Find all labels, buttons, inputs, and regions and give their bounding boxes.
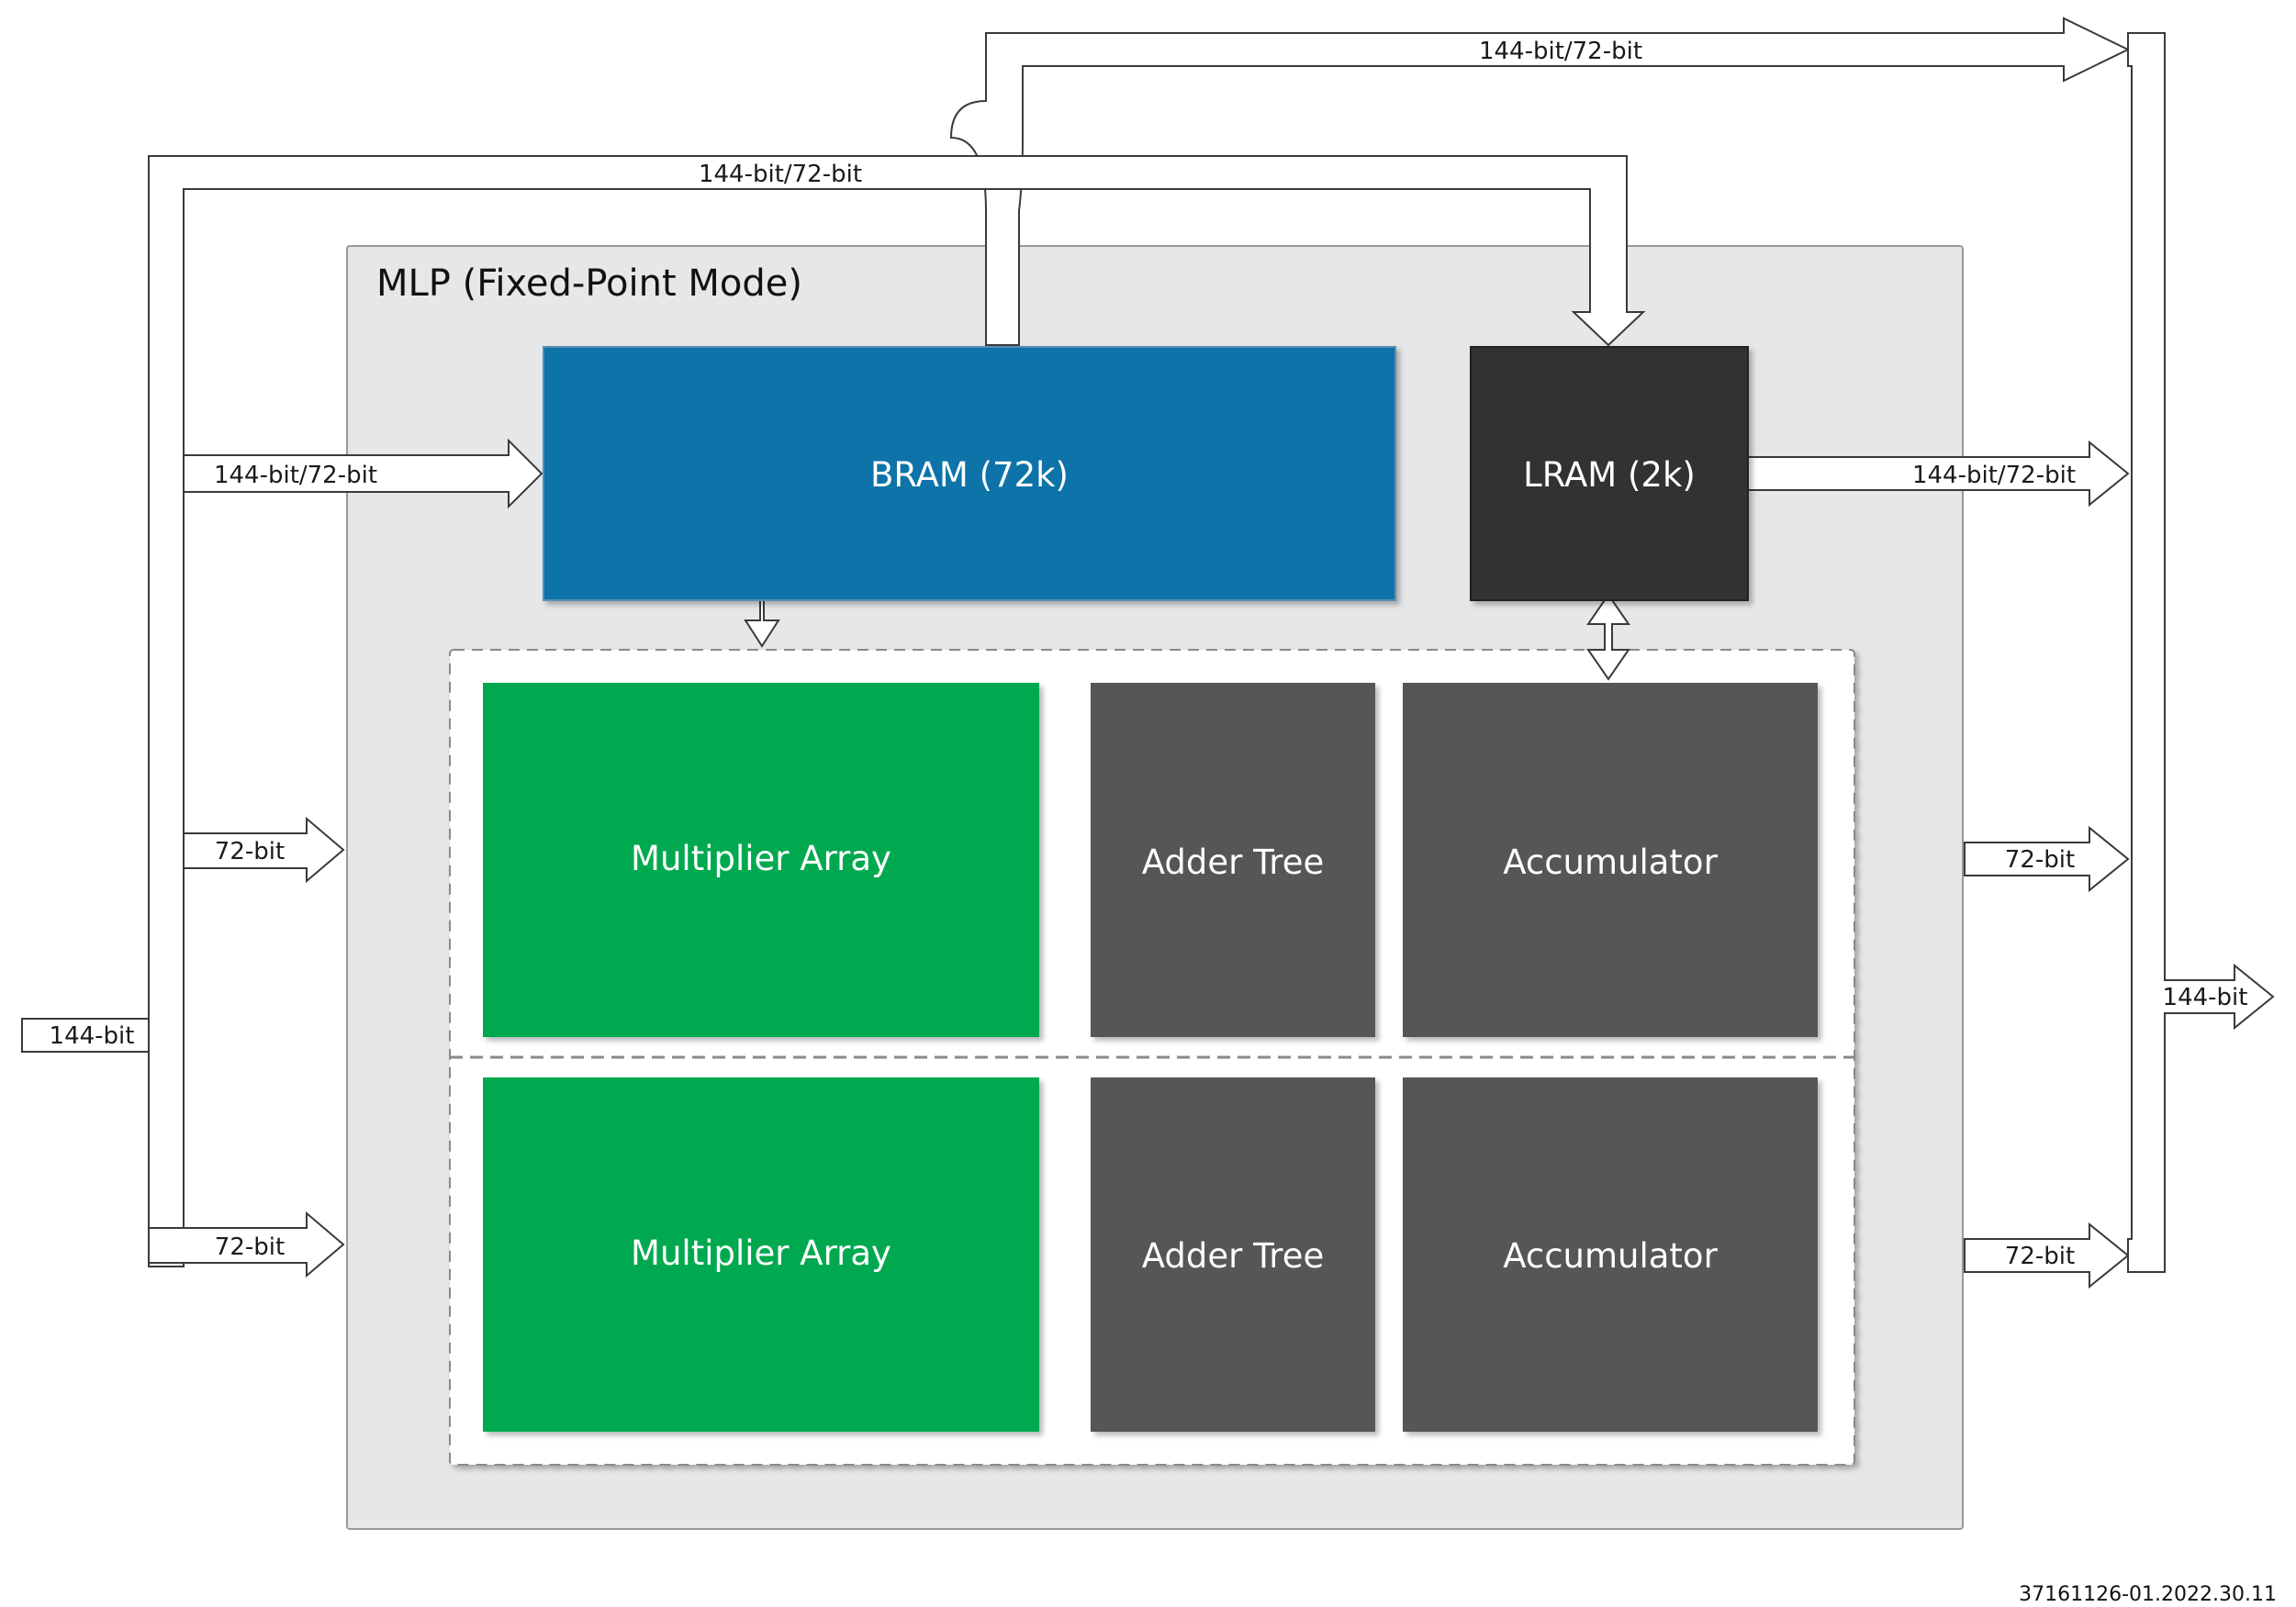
adder-tree-bottom [1091,1077,1375,1432]
multiplier-array-bottom-label: Multiplier Array [631,1233,891,1273]
top-input-bus-label: 144-bit/72-bit [699,161,862,188]
adder-tree-bottom-label: Adder Tree [1142,1236,1324,1276]
multiplier-array-top [483,683,1039,1037]
input-72-top [183,816,345,884]
output-72-top-label: 72-bit [2005,846,2075,874]
accumulator-top [1403,683,1818,1037]
multiplier-array-bottom [483,1077,1039,1432]
bram-label: BRAM (72k) [870,455,1069,495]
lram-accumulator-link [1586,593,1630,681]
top-output-bus-label: 144-bit/72-bit [1479,38,1642,65]
figure-id: 37161126-01.2022.30.11 [2019,1583,2277,1606]
input-72-bottom [148,1211,345,1278]
bram-input-label: 144-bit/72-bit [214,462,377,489]
accumulator-bottom-label: Accumulator [1503,1236,1718,1276]
mlp-title: MLP (Fixed-Point Mode) [376,262,802,305]
lram-output-label: 144-bit/72-bit [1912,462,2076,489]
output-72-top [1964,825,2130,893]
input-144 [21,1018,150,1053]
input-72-bottom-label: 72-bit [215,1233,285,1261]
output-72-bottom [1964,1222,2130,1289]
output-144-label: 144-bit [2163,984,2248,1011]
accumulator-top-label: Accumulator [1503,843,1718,882]
lram-label: LRAM (2k) [1523,455,1696,495]
input-144-label: 144-bit [50,1022,135,1050]
adder-tree-top-label: Adder Tree [1142,843,1324,882]
output-72-bottom-label: 72-bit [2005,1243,2075,1270]
output-144-bus [2127,32,2275,1273]
bram-block [543,346,1396,601]
lram-input-bus [148,155,1646,1267]
lram-block [1470,346,1749,601]
adder-tree-top [1091,683,1375,1037]
accumulator-bottom [1403,1077,1818,1432]
input-72-top-label: 72-bit [215,838,285,865]
multiplier-array-top-label: Multiplier Array [631,839,891,878]
lram-output-bus [1747,440,2130,508]
bram-input-bus [183,438,543,509]
